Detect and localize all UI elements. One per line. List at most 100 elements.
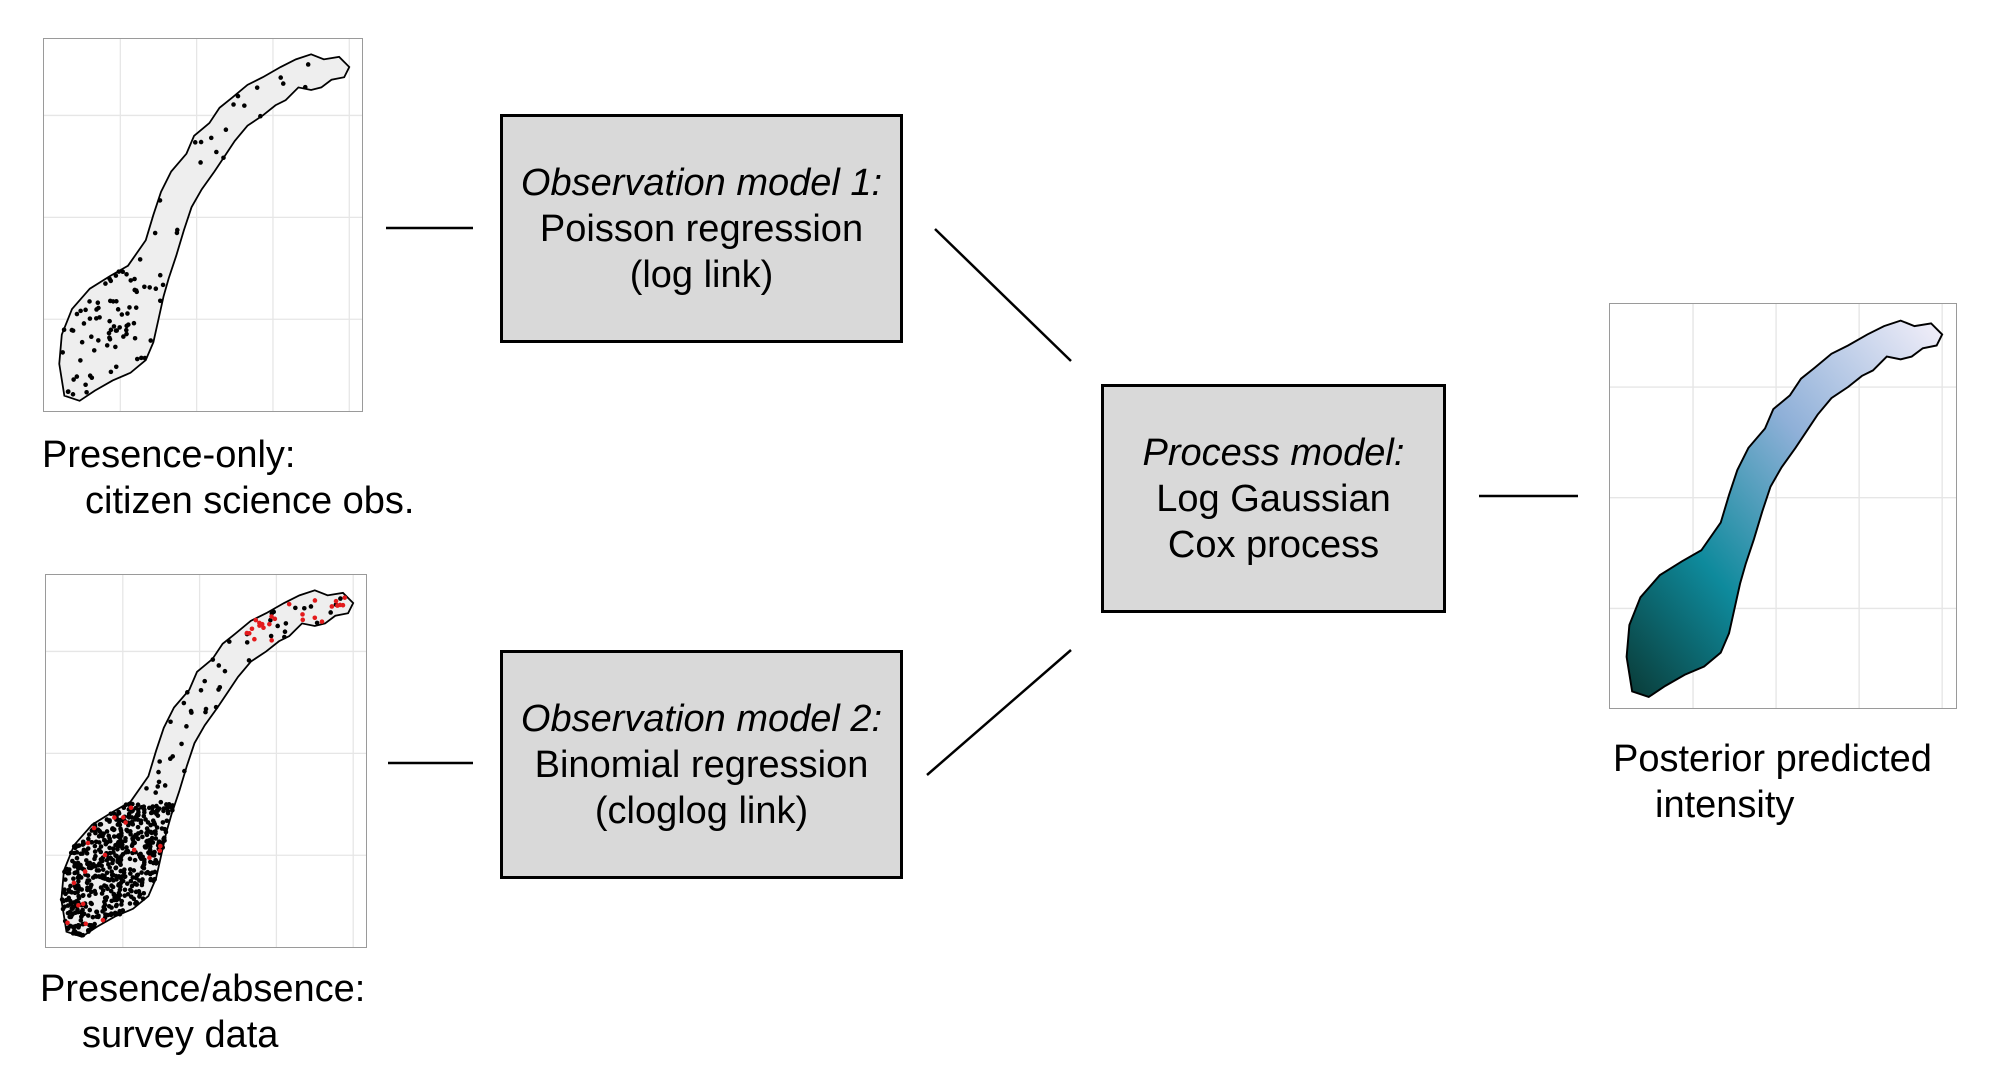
observation-point xyxy=(82,869,88,874)
observation-point xyxy=(253,617,259,623)
observation-point xyxy=(283,621,289,626)
observation-point xyxy=(71,880,77,886)
observation-point xyxy=(115,834,121,839)
observation-point xyxy=(141,813,147,819)
observation-point xyxy=(139,882,145,888)
connector-obs1-to-process xyxy=(934,228,1072,362)
observation-point xyxy=(246,658,252,663)
observation-point xyxy=(135,824,141,830)
observation-point xyxy=(124,828,130,833)
observation-point xyxy=(151,829,157,835)
observation-point xyxy=(114,897,120,903)
observation-point xyxy=(138,829,144,835)
observation-point xyxy=(70,392,76,397)
observation-point xyxy=(110,846,116,851)
observation-point xyxy=(97,861,102,866)
observation-point xyxy=(93,853,98,859)
observation-point xyxy=(78,358,83,363)
observation-point xyxy=(144,830,149,836)
observation-point xyxy=(89,839,95,845)
observation-point xyxy=(121,815,126,820)
observation-point xyxy=(115,307,121,312)
observation-point xyxy=(117,887,123,893)
observation-point xyxy=(150,809,155,814)
observation-point xyxy=(340,602,346,608)
observation-point xyxy=(158,799,164,805)
observation-point xyxy=(282,634,287,640)
observation-point xyxy=(139,355,144,361)
observation-point xyxy=(104,857,110,863)
observation-point xyxy=(86,836,91,842)
observation-point xyxy=(268,633,274,639)
observation-point xyxy=(89,926,94,931)
observation-point xyxy=(134,289,140,295)
observation-point xyxy=(132,335,138,341)
presence-only-caption-1: Presence-only: xyxy=(42,434,296,476)
observation-point xyxy=(152,849,157,855)
observation-point xyxy=(329,604,335,609)
observation-point xyxy=(338,596,343,601)
presence-points xyxy=(65,595,348,927)
observation-point xyxy=(108,888,114,894)
observation-point xyxy=(149,835,155,841)
observation-point xyxy=(153,286,159,291)
observation-point xyxy=(182,768,187,774)
observation-point xyxy=(203,706,209,712)
observation-point xyxy=(286,601,292,607)
observation-model-1-title: Observation model 1: xyxy=(520,161,883,204)
observation-point xyxy=(184,724,189,729)
observation-point xyxy=(153,836,159,841)
observation-point xyxy=(125,311,130,316)
observation-point xyxy=(83,921,89,927)
observation-point xyxy=(113,344,118,350)
observation-point xyxy=(105,877,111,882)
observation-point xyxy=(121,334,126,339)
observation-point xyxy=(109,905,114,910)
observation-point xyxy=(81,847,87,853)
observation-point xyxy=(127,856,133,862)
observation-point xyxy=(69,327,75,333)
observation-point xyxy=(83,382,88,388)
observation-point xyxy=(133,805,139,811)
observation-point xyxy=(208,135,214,141)
observation-point xyxy=(111,324,117,329)
observation-point xyxy=(91,825,97,831)
observation-point xyxy=(152,230,158,236)
connector-obs2-to-process xyxy=(926,649,1072,776)
observation-point xyxy=(235,93,241,99)
observation-point xyxy=(71,876,76,882)
observation-point xyxy=(143,845,149,850)
observation-point xyxy=(88,900,94,906)
observation-point xyxy=(244,640,250,645)
observation-point xyxy=(147,847,153,852)
observation-point xyxy=(144,786,149,791)
observation-point xyxy=(142,284,147,290)
observation-point xyxy=(120,851,126,857)
observation-point xyxy=(148,877,154,883)
observation-point xyxy=(103,884,109,889)
observation-point xyxy=(104,895,110,900)
observation-point xyxy=(87,299,92,304)
presence-only-map-svg xyxy=(44,39,362,411)
observation-point xyxy=(137,894,142,899)
observation-point xyxy=(150,804,156,809)
observation-point xyxy=(312,615,318,621)
observation-point xyxy=(71,900,77,905)
observation-point xyxy=(104,343,110,348)
observation-point xyxy=(96,338,101,343)
observation-point xyxy=(102,852,108,858)
observation-point xyxy=(153,857,158,863)
observation-point xyxy=(78,851,83,857)
observation-point xyxy=(133,305,139,310)
observation-point xyxy=(148,338,154,343)
observation-point xyxy=(198,688,204,693)
observation-point xyxy=(157,759,162,764)
observation-point xyxy=(231,102,236,107)
observation-point xyxy=(102,837,107,843)
observation-point xyxy=(125,848,131,854)
observation-point xyxy=(132,276,137,282)
observation-point xyxy=(139,870,144,875)
observation-point xyxy=(129,843,135,849)
observation-point xyxy=(111,892,117,898)
observation-point xyxy=(111,878,116,883)
